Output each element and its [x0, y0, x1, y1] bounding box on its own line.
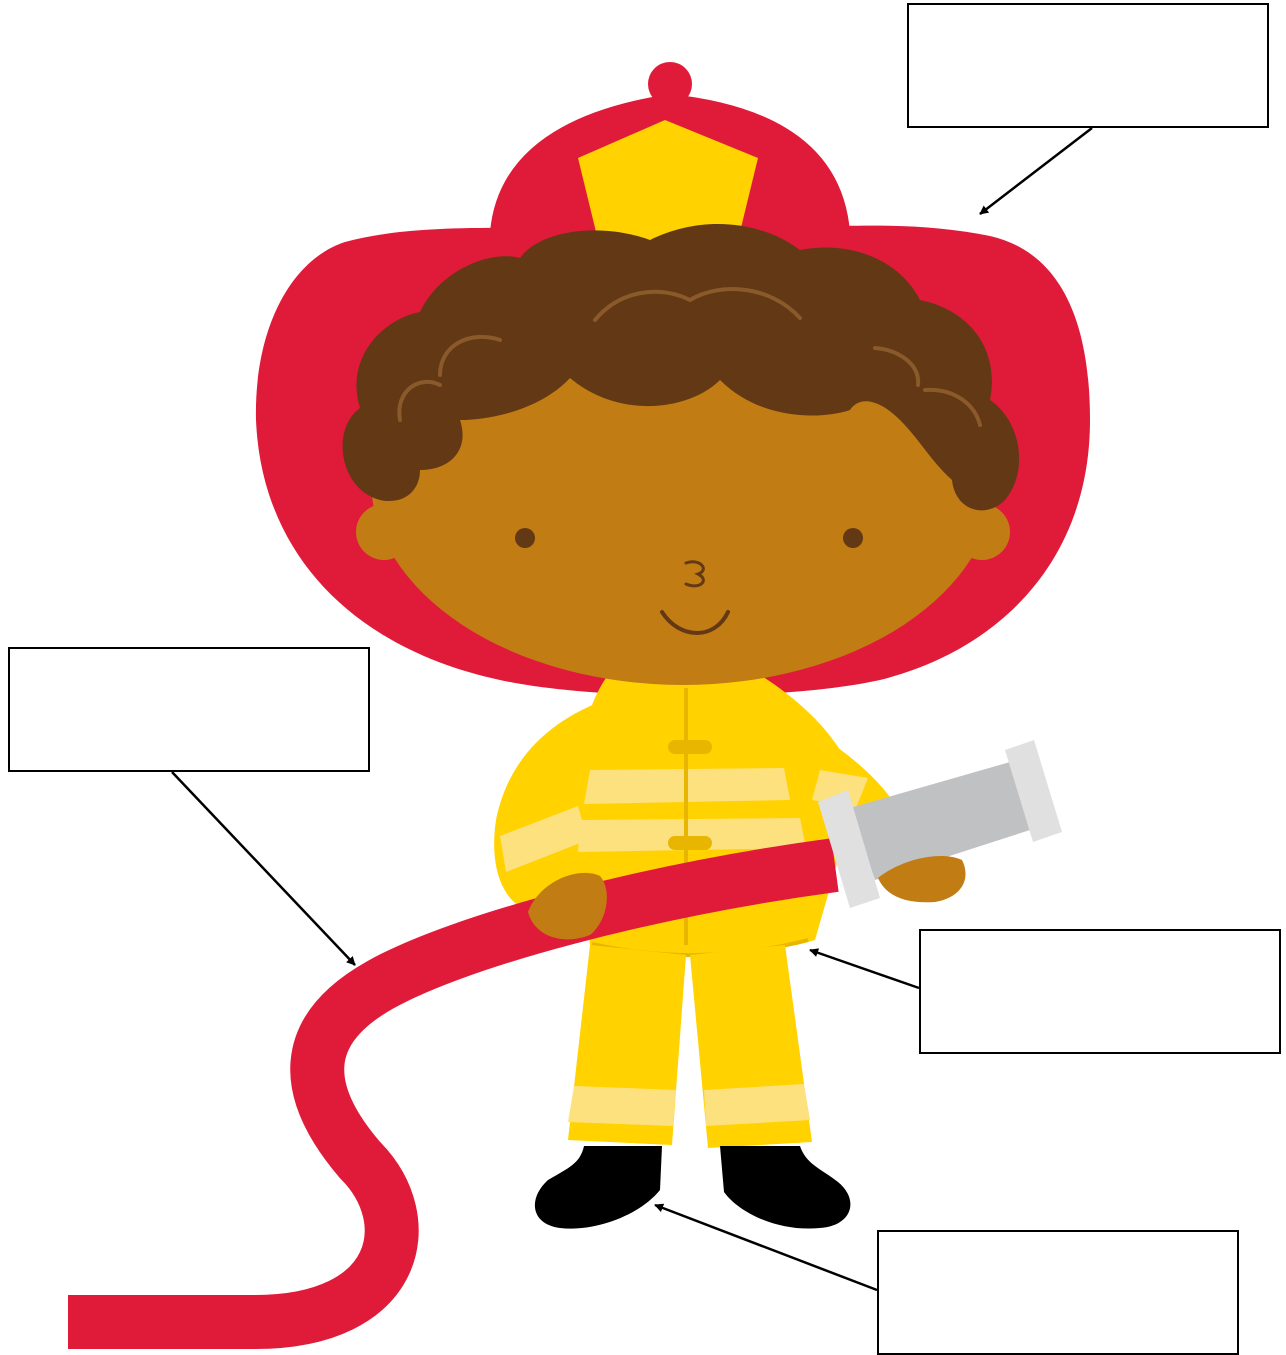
label-box-boots[interactable]	[877, 1230, 1239, 1355]
arrow-hose	[172, 772, 355, 965]
arrow-coat	[810, 950, 919, 988]
eye-left	[515, 528, 535, 548]
helmet-knob	[648, 62, 692, 106]
pants-stripe-left	[568, 1086, 676, 1126]
boot-left	[535, 1146, 662, 1229]
coat-toggle-1	[668, 740, 712, 754]
boot-right	[720, 1146, 850, 1229]
pants-stripe-right	[704, 1084, 810, 1126]
label-box-helmet[interactable]	[907, 3, 1269, 128]
fire-pants	[568, 945, 812, 1148]
arrow-helmet	[980, 128, 1092, 214]
coat-toggle-2	[668, 836, 712, 850]
label-box-hose[interactable]	[8, 647, 370, 772]
eye-right	[843, 528, 863, 548]
boots	[535, 1146, 851, 1229]
label-box-coat[interactable]	[919, 929, 1281, 1054]
